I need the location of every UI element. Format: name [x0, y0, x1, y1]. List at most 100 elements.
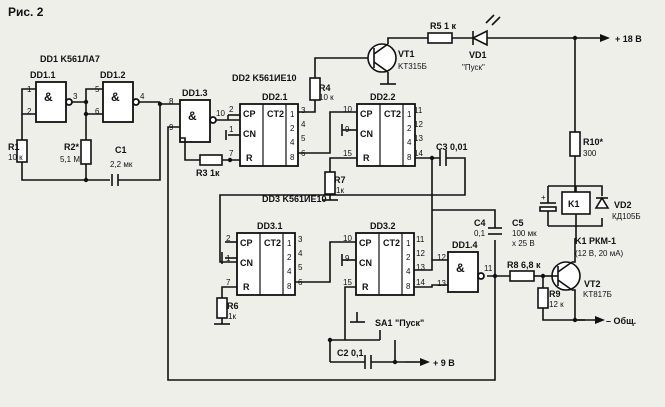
pin: 7: [226, 278, 231, 287]
r9-ref: R9: [549, 289, 561, 299]
r7-value: 1к: [336, 186, 344, 195]
pin: 9: [345, 254, 350, 263]
vt1-circuit: [309, 14, 610, 132]
vt2-ref: VT2: [584, 279, 601, 289]
counter-type: CT2: [264, 238, 281, 248]
wiring-dd2: [219, 111, 466, 263]
counter-dd2-2: DD2.2 CT2 CP CN R 1 2 4 8 10 9 15 11 12 …: [343, 92, 423, 167]
counter-dd2-1-name: DD2.1: [262, 92, 288, 102]
pin: 11: [414, 106, 423, 115]
pin: 4: [301, 120, 306, 129]
pin: 6: [95, 107, 100, 116]
rail-plus18: + 18 В: [615, 34, 642, 44]
rail-gnd: – Общ.: [606, 316, 636, 326]
pin: 11: [484, 264, 493, 273]
counter-input: R: [363, 153, 370, 163]
pin: 5: [301, 134, 306, 143]
gate-dd1-1: DD1.1 & 1 2 3: [27, 70, 78, 123]
pin: 10: [343, 234, 352, 243]
vt2-value: KT817Б: [583, 290, 612, 299]
counter-dd3-2: DD3.2 CT2 CP CN R 1 2 4 8 10 9 15 11 12 …: [343, 221, 425, 296]
pin: 7: [229, 149, 234, 158]
k1-body: K1: [568, 199, 580, 209]
pin: 10: [343, 105, 352, 114]
c5-plus-sign: +: [541, 193, 546, 202]
pin: 8: [169, 97, 174, 106]
r8-ref: R8 6,8 к: [507, 260, 541, 270]
gate-dd1-1-sym: &: [44, 90, 53, 104]
out-bit: 4: [406, 267, 411, 276]
vd2-value: КД105Б: [612, 212, 641, 221]
r5-ref: R5 1 к: [430, 21, 457, 31]
vt1-ref: VT1: [398, 49, 415, 59]
out-bit: 4: [287, 267, 292, 276]
pin: 15: [343, 278, 352, 287]
out-bit: 1: [290, 110, 295, 119]
out-bit: 4: [407, 138, 412, 147]
counter-type: CT2: [383, 238, 400, 248]
pin: 13: [437, 279, 446, 288]
r4-ref: R4: [319, 83, 331, 93]
out-bit: 8: [406, 282, 411, 291]
out-bit: 1: [406, 239, 411, 248]
output-stage: K1 +: [432, 131, 610, 324]
r6-ref: R6: [227, 301, 239, 311]
gate-dd1-3-name: DD1.3: [182, 88, 208, 98]
pin: 13: [416, 263, 425, 272]
dd2-label: DD2 K561ИЕ10: [232, 73, 297, 83]
pin: 3: [298, 235, 303, 244]
pin: 4: [298, 249, 303, 258]
out-bit: 4: [290, 138, 295, 147]
c4-ref: C4: [474, 218, 486, 228]
pin: 3: [301, 106, 306, 115]
pin: 2: [27, 107, 32, 116]
pin: 2: [229, 105, 234, 114]
dd1-label: DD1 K561ЛА7: [40, 54, 100, 64]
pin: 11: [416, 235, 425, 244]
c5-ref: C5: [512, 218, 524, 228]
wiring-dd3: [214, 210, 448, 340]
counter-input: CP: [240, 238, 253, 248]
pin: 3: [73, 92, 78, 101]
counter-dd3-1: DD3.1 CT2 CP CN R 1 2 4 8 2 1 7 3 4 5 6: [226, 221, 303, 296]
out-bit: 8: [407, 153, 412, 162]
gate-dd1-2-name: DD1.2: [100, 70, 126, 80]
counter-input: CN: [359, 258, 372, 268]
r6-value: 1к: [228, 312, 236, 321]
counter-input: CN: [243, 129, 256, 139]
pin: 13: [414, 134, 423, 143]
pin: 12: [416, 249, 425, 258]
r1-value: 10 к: [8, 153, 23, 162]
counter-input: CP: [243, 109, 256, 119]
dd3-label: DD3 K561ИЕ10: [262, 194, 327, 204]
c2-ref: C2 0,1: [337, 348, 364, 358]
counter-type: CT2: [267, 109, 284, 119]
rail-plus9: + 9 В: [433, 358, 455, 368]
out-bit: 2: [407, 124, 412, 133]
vd2-ref: VD2: [614, 200, 632, 210]
r4-value: 10 к: [319, 93, 334, 102]
c1-value: 2,2 мк: [110, 160, 133, 169]
pin: 1: [229, 125, 234, 134]
wiring-dd13: [167, 100, 496, 381]
c3-ref: C3 0,01: [436, 142, 468, 152]
counter-input: CN: [360, 129, 373, 139]
gate-dd1-3-sym: &: [188, 109, 197, 123]
vt1-value: KT315Б: [398, 62, 427, 71]
vd1-ref: VD1: [469, 50, 487, 60]
counter-dd2-2-name: DD2.2: [370, 92, 396, 102]
counter-input: CP: [359, 238, 372, 248]
r2-ref: R2*: [64, 142, 80, 152]
r10-ref: R10*: [583, 137, 604, 147]
k1-value: K1 РКМ-1: [575, 236, 616, 246]
pin: 10: [216, 109, 225, 118]
out-bit: 2: [290, 124, 295, 133]
pin: 15: [343, 149, 352, 158]
out-bit: 1: [287, 239, 292, 248]
counter-input: CN: [240, 258, 253, 268]
gate-dd1-3: DD1.3 & 8 9 10: [169, 88, 225, 143]
r9-value: 12 к: [549, 300, 564, 309]
r3-ref: R3 1к: [196, 168, 220, 178]
